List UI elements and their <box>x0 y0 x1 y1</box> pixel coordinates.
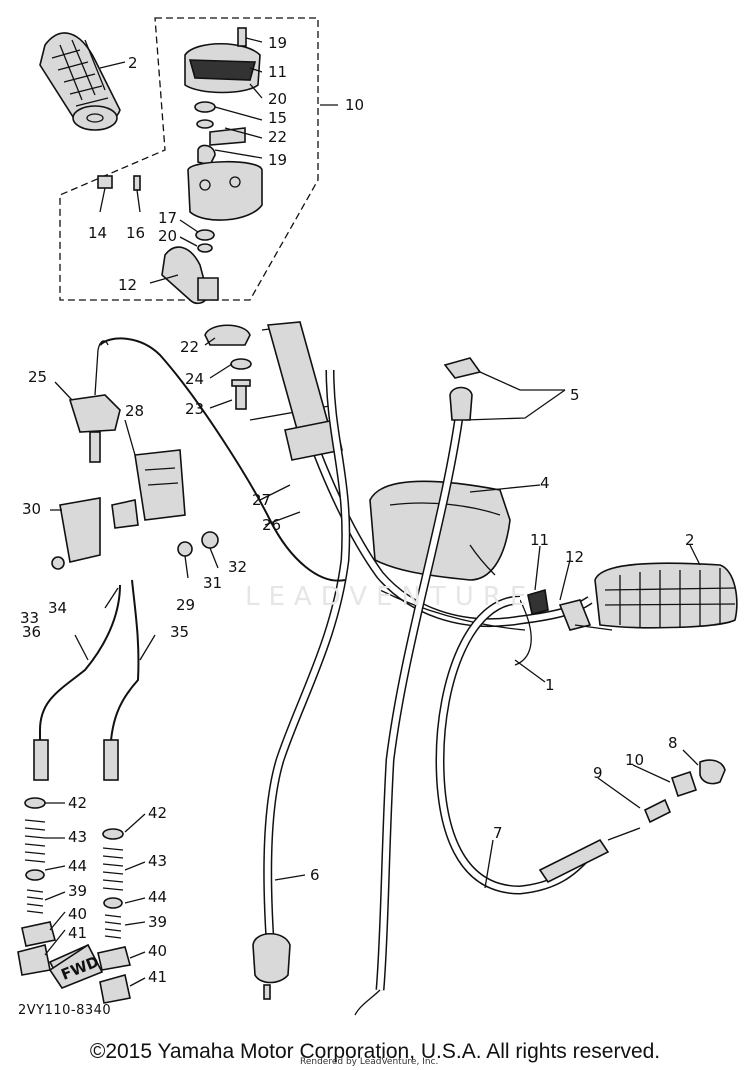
copyright-notice: ©2015 Yamaha Motor Corporation, U.S.A. A… <box>89 1040 661 1063</box>
callout: 28 <box>125 402 144 420</box>
lower-cables <box>33 579 140 781</box>
callout: 40 <box>68 905 87 923</box>
callout: 2 <box>685 531 695 549</box>
callout: 17 <box>158 209 177 227</box>
callout: 40 <box>148 942 167 960</box>
callout: 7 <box>493 824 503 842</box>
callout: 10 <box>345 96 364 114</box>
callout: 35 <box>170 623 189 641</box>
fwd-tag-shape <box>48 943 104 989</box>
spring-stack-right <box>97 828 132 1004</box>
callout: 12 <box>565 548 584 566</box>
callout: 39 <box>68 882 87 900</box>
callout: 44 <box>68 857 87 875</box>
callout: 43 <box>148 852 167 870</box>
callout: 30 <box>22 500 41 518</box>
switch-assembly-outline <box>59 17 319 301</box>
callout: 19 <box>268 151 287 169</box>
leader-lines <box>44 37 701 987</box>
throttle-housing <box>51 340 219 570</box>
callout: 4 <box>540 474 550 492</box>
callout: 11 <box>268 63 287 81</box>
callout: 33 <box>20 609 39 627</box>
callout: 27 <box>252 491 271 509</box>
callout: 22 <box>180 338 199 356</box>
callout: 32 <box>228 558 247 576</box>
rendered-by-note: Rendered by LeadVenture, Inc. <box>300 1057 439 1067</box>
callout: 20 <box>268 90 287 108</box>
callout: 42 <box>148 804 167 822</box>
callout: 20 <box>158 227 177 245</box>
callout: 43 <box>68 828 87 846</box>
choke-cable <box>354 357 482 1016</box>
callout: 2 <box>128 54 138 72</box>
brake-cable <box>435 595 726 895</box>
callout: 44 <box>148 888 167 906</box>
callout: 41 <box>148 968 167 986</box>
callout: 23 <box>185 400 204 418</box>
callout: 22 <box>268 128 287 146</box>
callout: 34 <box>48 599 67 617</box>
callout: 10 <box>625 751 644 769</box>
callout: 15 <box>268 109 287 127</box>
handlebar <box>249 321 593 666</box>
callout: 11 <box>530 531 549 549</box>
throttle-cable <box>99 337 351 1000</box>
callout: 19 <box>268 34 287 52</box>
callout: 31 <box>203 574 222 592</box>
callout: 8 <box>668 734 678 752</box>
callout: 29 <box>176 596 195 614</box>
callout: 9 <box>593 764 603 782</box>
right-grip <box>594 562 738 629</box>
callout: 36 <box>22 623 41 641</box>
callout: 12 <box>118 276 137 294</box>
callout: 5 <box>570 386 580 404</box>
callout-labels: 2 19 11 20 15 22 19 10 14 16 17 20 12 22… <box>20 34 695 986</box>
callout: 41 <box>68 924 87 942</box>
left-grip <box>39 32 121 131</box>
callout: 6 <box>310 866 320 884</box>
callout: 24 <box>185 370 204 388</box>
callout: 14 <box>88 224 107 242</box>
callout: 1 <box>545 676 555 694</box>
lever-bracket <box>527 588 613 631</box>
callout: 39 <box>148 913 167 931</box>
callout: 26 <box>262 516 281 534</box>
watermark: LEADVENTURE <box>245 582 536 612</box>
switch-assembly <box>97 27 263 305</box>
callout: 42 <box>68 794 87 812</box>
callout: 25 <box>28 368 47 386</box>
callout: 16 <box>126 224 145 242</box>
diagram-code: 2VY110-8340 <box>18 1003 112 1018</box>
